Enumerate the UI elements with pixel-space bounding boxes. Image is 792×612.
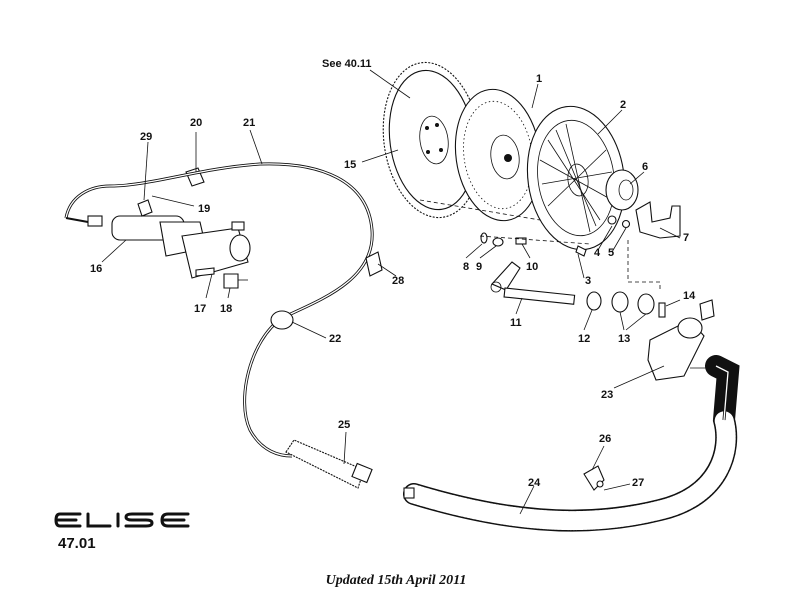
- callout-26: 26: [599, 433, 611, 445]
- callout-20: 20: [190, 117, 202, 129]
- clutch-pipe: [64, 162, 374, 458]
- flywheel: [382, 61, 482, 219]
- elise-logo: [54, 512, 190, 528]
- callout-3: 3: [585, 275, 591, 287]
- reservoir-hose: [131, 167, 205, 217]
- callout-27: 27: [632, 477, 644, 489]
- pipe-grommet: [270, 310, 294, 330]
- callout-11: 11: [510, 317, 522, 329]
- callout-8: 8: [463, 261, 469, 273]
- clutch-hose: [403, 355, 740, 532]
- callout-29: 29: [140, 131, 152, 143]
- release-fork: [635, 201, 681, 239]
- slave-cylinder: [647, 299, 715, 381]
- callout-18: 18: [220, 303, 232, 315]
- callout-12: 12: [578, 333, 590, 345]
- reference-label: See 40.11: [322, 58, 372, 70]
- callout-14: 14: [683, 290, 696, 302]
- callout-9: 9: [476, 261, 482, 273]
- release-shaft: [490, 261, 576, 305]
- callout-24: 24: [528, 477, 541, 489]
- callout-6: 6: [642, 161, 648, 173]
- callout-2: 2: [620, 99, 626, 111]
- master-cylinder: [87, 215, 251, 279]
- callout-17: 17: [194, 303, 206, 315]
- updated-note: Updated 15th April 2011: [325, 573, 467, 588]
- callout-7: 7: [683, 232, 689, 244]
- callout-15: 15: [344, 159, 356, 171]
- small-fasteners: [480, 215, 666, 318]
- callout-22: 22: [329, 333, 341, 345]
- hose-sleeve: [285, 439, 373, 489]
- callout-23: 23: [601, 389, 613, 401]
- callout-13: 13: [618, 333, 630, 345]
- bushes: [586, 291, 655, 315]
- callout-1: 1: [536, 73, 542, 85]
- leader-lines: [101, 69, 681, 515]
- hose-clips: [365, 251, 605, 491]
- callouts: See 40.11 1 2 3 4 5 6 7 8 9 10 11 12 13 …: [90, 58, 696, 489]
- callout-25: 25: [338, 419, 350, 431]
- page-number: 47.01: [58, 535, 96, 552]
- callout-5: 5: [608, 247, 614, 259]
- callout-16: 16: [90, 263, 102, 275]
- release-bearing: [605, 169, 639, 211]
- callout-21: 21: [243, 117, 255, 129]
- callout-19: 19: [198, 203, 210, 215]
- callout-10: 10: [526, 261, 538, 273]
- callout-28: 28: [392, 275, 404, 287]
- callout-4: 4: [594, 247, 601, 259]
- mounting-bolts: [195, 267, 248, 289]
